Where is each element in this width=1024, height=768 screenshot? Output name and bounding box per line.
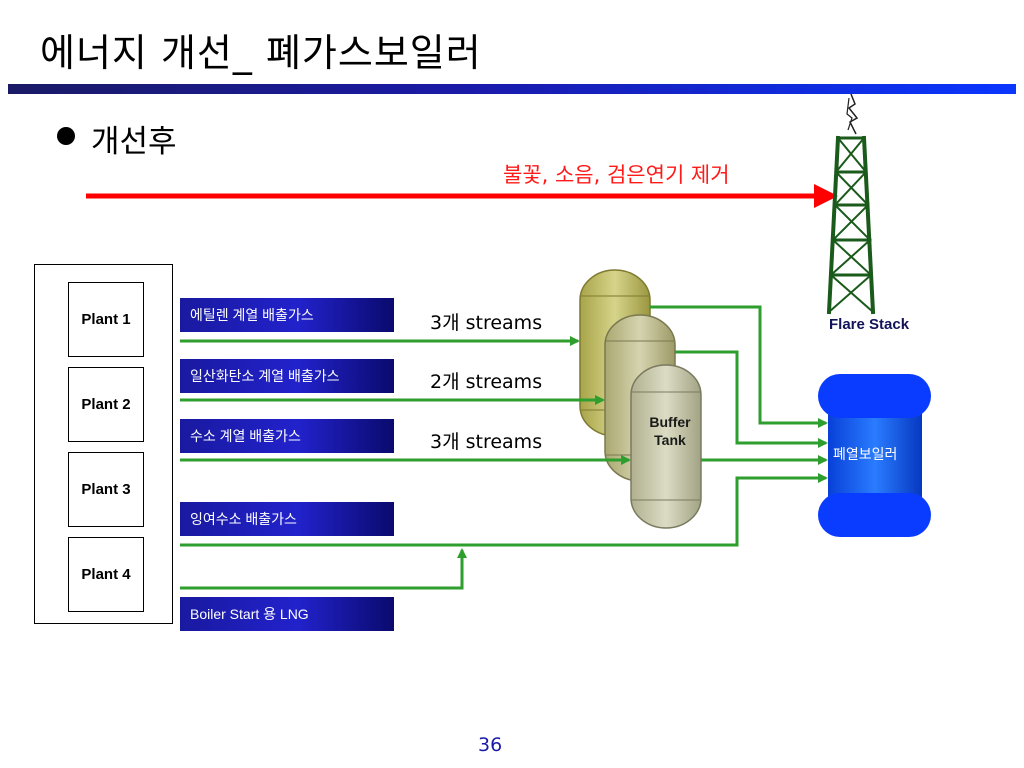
- bullet-dot-icon: [57, 127, 75, 145]
- flow-lines: [180, 305, 828, 590]
- flow-tank2-boiler: [675, 350, 828, 448]
- flow-lng: [180, 548, 467, 590]
- title-underline-bar: [8, 84, 1016, 94]
- plant-4-box: Plant 4: [68, 537, 144, 612]
- gas-stream-hydrogen: 수소 계열 배출가스: [180, 419, 394, 453]
- buffer-tank-label: Buffer Tank: [641, 413, 699, 449]
- buffer-tank-label-line2: Tank: [654, 432, 686, 448]
- waste-heat-boiler: [818, 374, 931, 537]
- stream-count-3: 3개 streams: [430, 431, 543, 453]
- buffer-tank-label-line1: Buffer: [649, 414, 691, 430]
- flow-tank1-boiler: [650, 305, 828, 428]
- flare-flame-icon: [846, 93, 859, 135]
- red-arrow-label: 불꽃, 소음, 검은연기 제거: [503, 163, 730, 187]
- buffer-tank-3: [630, 364, 702, 529]
- red-arrow: [86, 184, 838, 208]
- page-title: 에너지 개선_ 폐가스보일러: [40, 31, 482, 75]
- gas-stream-ethylene: 에틸렌 계열 배출가스: [180, 298, 394, 332]
- bullet-heading: 개선후: [91, 124, 177, 160]
- flow-surplus-h2: [180, 473, 828, 547]
- stream-count-1: 3개 streams: [430, 312, 543, 334]
- flare-stack-tower: [826, 135, 876, 315]
- gas-stream-lng: Boiler Start 용 LNG: [180, 597, 394, 631]
- stream-count-2: 2개 streams: [430, 371, 543, 393]
- page-number: 36: [478, 734, 503, 756]
- flare-stack-label: Flare Stack: [829, 316, 910, 333]
- boiler-label: 폐열보일러: [833, 447, 898, 463]
- plant-3-box: Plant 3: [68, 452, 144, 527]
- plant-1-box: Plant 1: [68, 282, 144, 357]
- gas-stream-surplus-h2: 잉여수소 배출가스: [180, 502, 394, 536]
- plant-2-box: Plant 2: [68, 367, 144, 442]
- gas-stream-co: 일산화탄소 계열 배출가스: [180, 359, 394, 393]
